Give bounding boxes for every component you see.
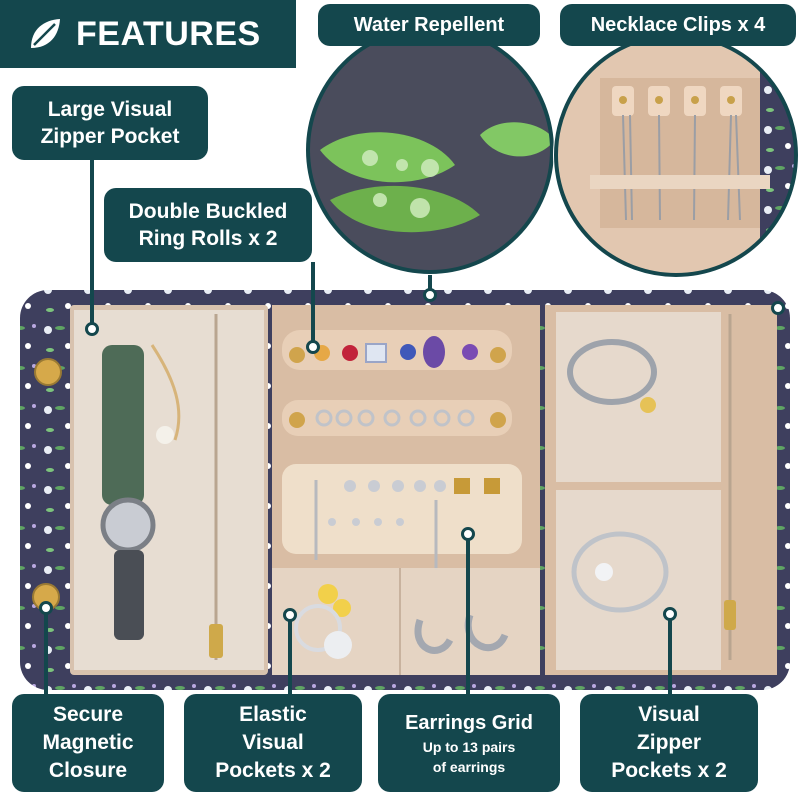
leader-line-zipper bbox=[90, 160, 94, 328]
pointer-dot-magnetic bbox=[39, 601, 53, 615]
pointer-dot-earrings bbox=[461, 527, 475, 541]
callout-earrings-grid: Earrings Grid Up to 13 pairs of earrings bbox=[378, 694, 560, 792]
callout-large-zipper-pocket: Large Visual Zipper Pocket bbox=[12, 86, 208, 160]
callout-magnetic-closure: Secure Magnetic Closure bbox=[12, 694, 164, 792]
pointer-dot-zipper bbox=[85, 322, 99, 336]
pointer-dot-rings bbox=[306, 340, 320, 354]
callout-necklace-clips: Necklace Clips x 4 bbox=[560, 4, 796, 46]
leaf-icon bbox=[31, 19, 60, 48]
water-repellent-magnifier bbox=[305, 25, 555, 275]
leader-line-rings bbox=[311, 262, 315, 346]
leader-line-visual-zipper bbox=[668, 615, 672, 700]
necklace-clips-magnifier bbox=[553, 32, 799, 278]
leader-line-water bbox=[428, 275, 432, 297]
callout-visual-zipper-pockets: Visual Zipper Pockets x 2 bbox=[580, 694, 758, 792]
leader-line-elastic bbox=[288, 616, 292, 700]
pointer-dot-necklace bbox=[771, 301, 785, 315]
page-title: FEATURES bbox=[76, 14, 261, 53]
leader-line-magnetic bbox=[44, 608, 48, 700]
leader-line-earrings bbox=[466, 533, 470, 700]
features-header: FEATURES bbox=[0, 0, 296, 68]
jewelry-organizer bbox=[20, 290, 790, 690]
callout-ring-rolls: Double Buckled Ring Rolls x 2 bbox=[104, 188, 312, 262]
pointer-dot-water bbox=[423, 288, 437, 302]
pointer-dot-visual-zipper bbox=[663, 607, 677, 621]
pointer-dot-elastic bbox=[283, 608, 297, 622]
callout-elastic-pockets: Elastic Visual Pockets x 2 bbox=[184, 694, 362, 792]
callout-water-repellent: Water Repellent bbox=[318, 4, 540, 46]
